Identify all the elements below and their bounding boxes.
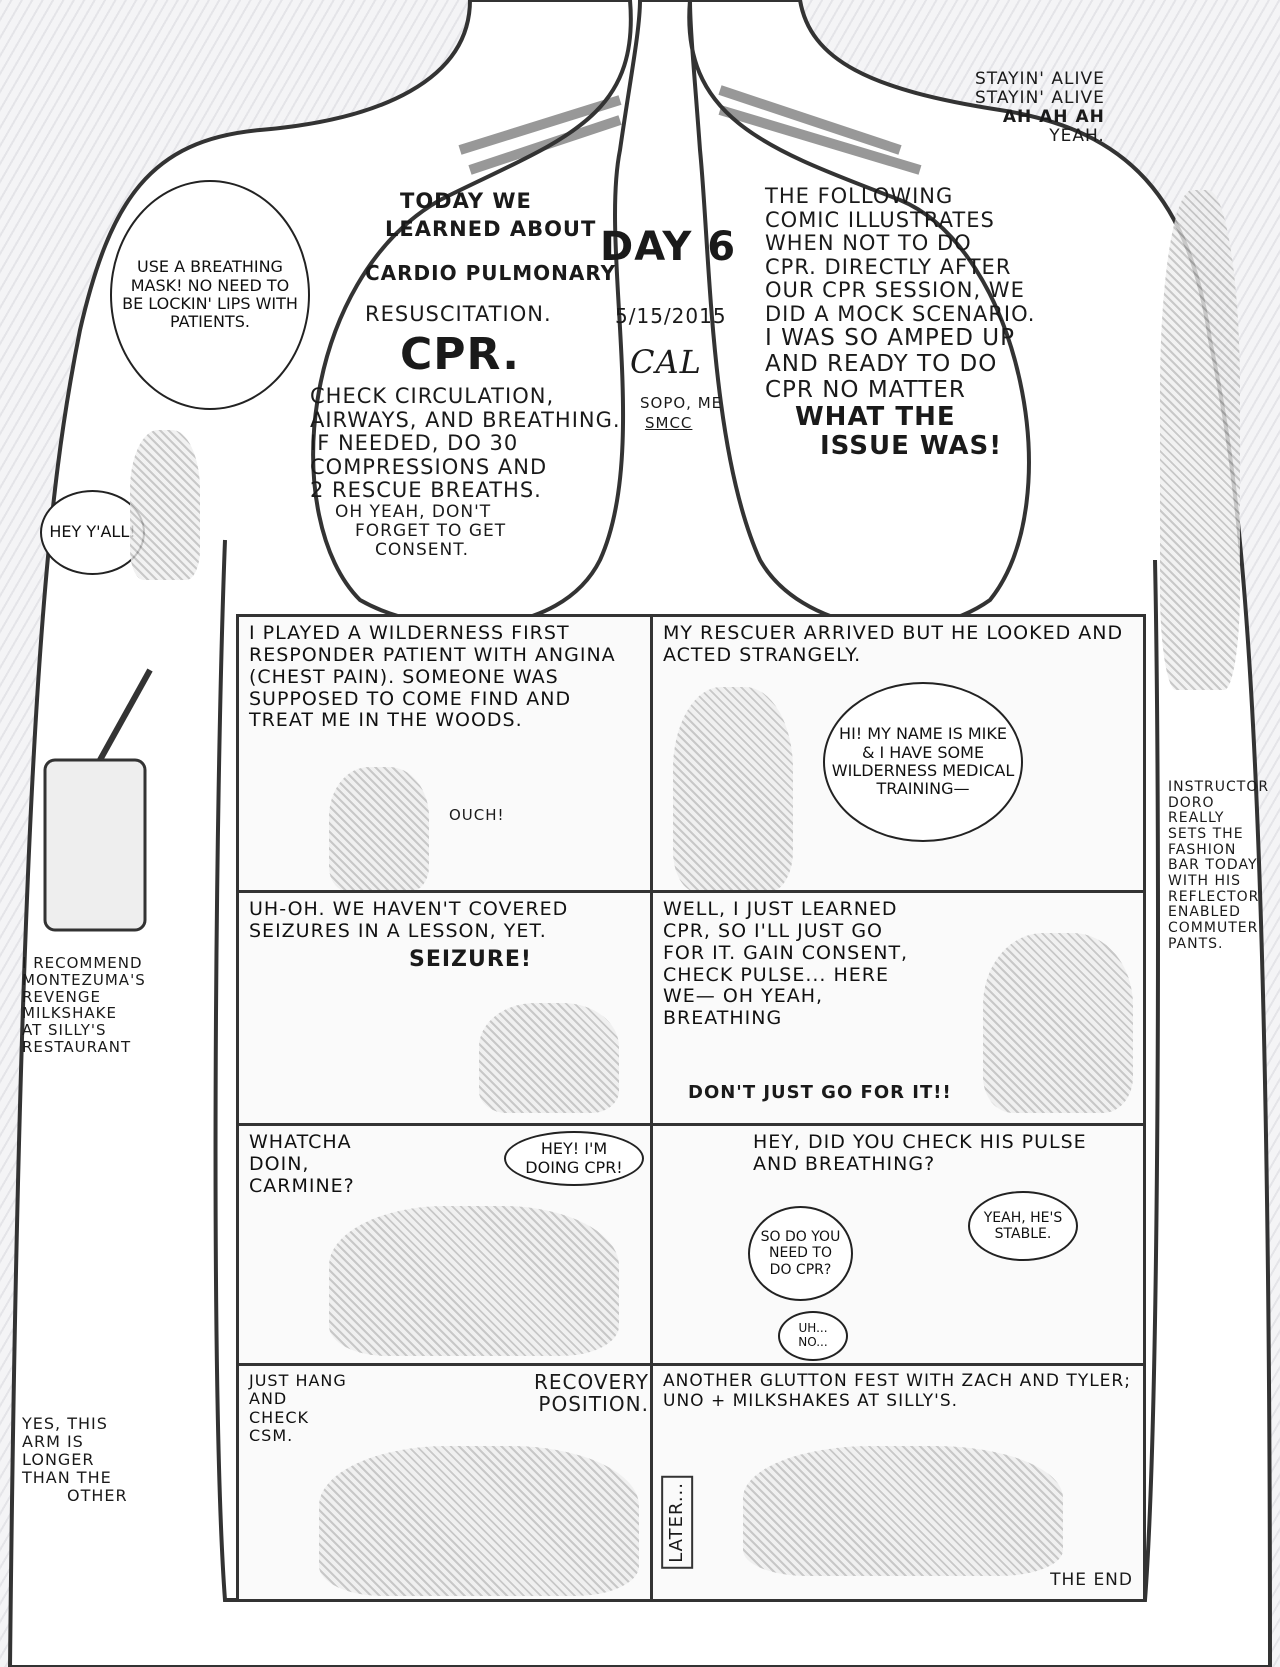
note-line: DORO [1168, 794, 1215, 811]
the-end-label: THE END [1050, 1570, 1133, 1590]
speech-bubble: YEAH, HE'S STABLE. [968, 1191, 1078, 1261]
patient-figure [329, 767, 429, 890]
intro-line-2: LEARNED ABOUT [385, 217, 597, 241]
note-line: LONGER [22, 1449, 95, 1469]
scenario-line: CPR. DIRECTLY AFTER [765, 254, 1012, 279]
panel-1: I PLAYED A WILDERNESS FIRST RESPONDER PA… [236, 614, 653, 893]
note-line: RESTAURANT [22, 1037, 132, 1056]
scenario-bold: WHAT THE [795, 402, 956, 433]
panel-caption: WELL, I JUST LEARNED CPR, SO I'LL JUST G… [663, 898, 909, 1030]
note-line: WITH HIS [1168, 873, 1242, 890]
panel-caption: JUST HANG AND CHECK CSM. [249, 1371, 347, 1446]
note-line: ARM IS [22, 1431, 84, 1451]
note-line: ENABLED [1168, 904, 1241, 921]
panel-3: UH-OH. WE HAVEN'T COVERED SEIZURES IN A … [236, 890, 653, 1126]
instructor-figure [1160, 190, 1240, 690]
cpr-step-line: CONSENT. [375, 539, 469, 560]
cpr-step-line: IF NEEDED, DO 30 [310, 431, 519, 456]
cpr-step-line: AIRWAYS, AND BREATHING. [310, 407, 621, 432]
lyric-line: STAYIN' ALIVE [975, 69, 1105, 89]
note-line: THAN THE [22, 1467, 112, 1487]
seizing-figure [479, 1003, 619, 1113]
scenario-line: AND READY TO DO [765, 350, 998, 377]
note-line: BAR TODAY [1168, 857, 1258, 874]
breathing-mask-bubble: USE A BREATHING MASK! NO NEED TO BE LOCK… [110, 180, 310, 410]
note-line: I RECOMMEND [22, 954, 143, 972]
cpr-heading: CPR. [400, 329, 520, 380]
seizure-sfx: SEIZURE! [409, 947, 532, 972]
note-line: AT SILLY'S [22, 1021, 107, 1040]
speech-bubble: UH... NO... [778, 1311, 848, 1361]
cpr-steps: CHECK CIRCULATION, AIRWAYS, AND BREATHIN… [310, 384, 621, 560]
date: 5/15/2015 [615, 304, 727, 328]
ouch-sfx: OUCH! [449, 806, 505, 824]
panel-5: WHATCHA DOIN, CARMINE? HEY! I'M DOING CP… [236, 1123, 653, 1366]
speech-bubble: HEY! I'M DOING CPR! [504, 1131, 644, 1186]
intro-line-4: RESUSCITATION. [365, 302, 552, 326]
later-sign: LATER... [661, 1476, 694, 1569]
arm-length-note: YES, THIS ARM IS LONGER THAN THE OTHER [22, 1415, 128, 1505]
scenario-line: CPR NO MATTER [765, 376, 966, 403]
school: SMCC [645, 414, 693, 432]
panel-caption: HEY, DID YOU CHECK HIS PULSE AND BREATHI… [753, 1131, 1087, 1175]
scenario-line: THE FOLLOWING [765, 184, 954, 208]
note-line: SETS THE [1168, 826, 1244, 843]
panel-caption: WHATCHA DOIN, CARMINE? [249, 1131, 355, 1197]
cpr-figure [983, 933, 1133, 1113]
note-line: PANTS. [1168, 935, 1224, 952]
cpr-step-line: COMPRESSIONS AND [310, 454, 548, 479]
panel-7: JUST HANG AND CHECK CSM. RECOVERY POSITI… [236, 1363, 653, 1602]
lyric-line: AH AH AH [1002, 107, 1105, 128]
panel-caption: UH-OH. WE HAVEN'T COVERED SEIZURES IN A … [249, 898, 569, 942]
scenario-line: OUR CPR SESSION, WE [765, 278, 1025, 303]
scenario-line: I WAS SO AMPED UP [765, 325, 1015, 352]
panel-8: ANOTHER GLUTTON FEST WITH ZACH AND TYLER… [650, 1363, 1146, 1602]
instructor-note: INSTRUCTOR DORO REALLY SETS THE FASHION … [1168, 779, 1270, 952]
scenario-line: COMIC ILLUSTRATES [765, 207, 995, 232]
panel-caption: MY RESCUER ARRIVED BUT HE LOOKED AND ACT… [663, 622, 1124, 666]
intro-line-1: TODAY WE [400, 189, 532, 213]
note-line: YES, THIS [22, 1414, 108, 1433]
dont-just-go-sfx: DON'T JUST GO FOR IT!! [688, 1082, 952, 1103]
milkshake-drawing [43, 758, 147, 932]
panel-caption: ANOTHER GLUTTON FEST WITH ZACH AND TYLER… [663, 1371, 1131, 1411]
cpr-step-line: CHECK CIRCULATION, [310, 384, 555, 408]
note-line: REVENGE [22, 987, 101, 1006]
cpr-step-line: 2 RESCUE BREATHS. [310, 478, 542, 503]
panel-4: WELL, I JUST LEARNED CPR, SO I'LL JUST G… [650, 890, 1146, 1126]
song-lyrics: STAYIN' ALIVE STAYIN' ALIVE AH AH AH YEA… [975, 69, 1105, 147]
note-line: REFLECTOR [1168, 888, 1260, 905]
scenario-line: DID A MOCK SCENARIO. [765, 301, 1036, 326]
note-line: COMMUTER [1168, 920, 1259, 937]
panel-6: HEY, DID YOU CHECK HIS PULSE AND BREATHI… [650, 1123, 1146, 1366]
speech-bubble: SO DO YOU NEED TO DO CPR? [748, 1206, 853, 1301]
signature: CAL [630, 343, 702, 381]
cpr-step-line: OH YEAH, DON'T [335, 501, 492, 522]
day-title: DAY 6 [600, 224, 737, 270]
note-line: OTHER [67, 1485, 128, 1505]
panel-2: MY RESCUER ARRIVED BUT HE LOOKED AND ACT… [650, 614, 1146, 893]
panel-caption: I PLAYED A WILDERNESS FIRST RESPONDER PA… [249, 622, 616, 732]
lyric-line: YEAH. [1049, 126, 1105, 147]
intro-line-3: CARDIO PULMONARY [365, 261, 617, 285]
lyric-line: STAYIN' ALIVE [975, 88, 1105, 109]
scenario-bold: ISSUE WAS! [820, 431, 1003, 462]
note-line: FASHION [1168, 841, 1237, 858]
note-line: MILKSHAKE [22, 1004, 117, 1023]
cpr-scene [329, 1206, 619, 1356]
rescuer-figure [673, 687, 793, 890]
note-line: INSTRUCTOR [1168, 779, 1270, 795]
location: SoPo, ME [640, 394, 723, 412]
recovery-scene [319, 1446, 639, 1596]
note-line: REALLY [1168, 810, 1225, 827]
cpr-step-line: FORGET TO GET [355, 520, 507, 541]
milkshake-recommendation: I RECOMMEND MONTEZUMA'S REVENGE MILKSHAK… [22, 955, 146, 1056]
scenario-line: WHEN NOT TO DO [765, 231, 972, 256]
student-figure [130, 430, 200, 580]
speech-bubble: HI! MY NAME IS MIKE & I HAVE SOME WILDER… [823, 682, 1023, 842]
note-line: MONTEZUMA'S [22, 970, 146, 989]
scenario-intro: THE FOLLOWING COMIC ILLUSTRATES WHEN NOT… [765, 184, 1036, 462]
diner-scene [743, 1446, 1063, 1576]
recovery-position-label: RECOVERY POSITION. [533, 1370, 649, 1417]
